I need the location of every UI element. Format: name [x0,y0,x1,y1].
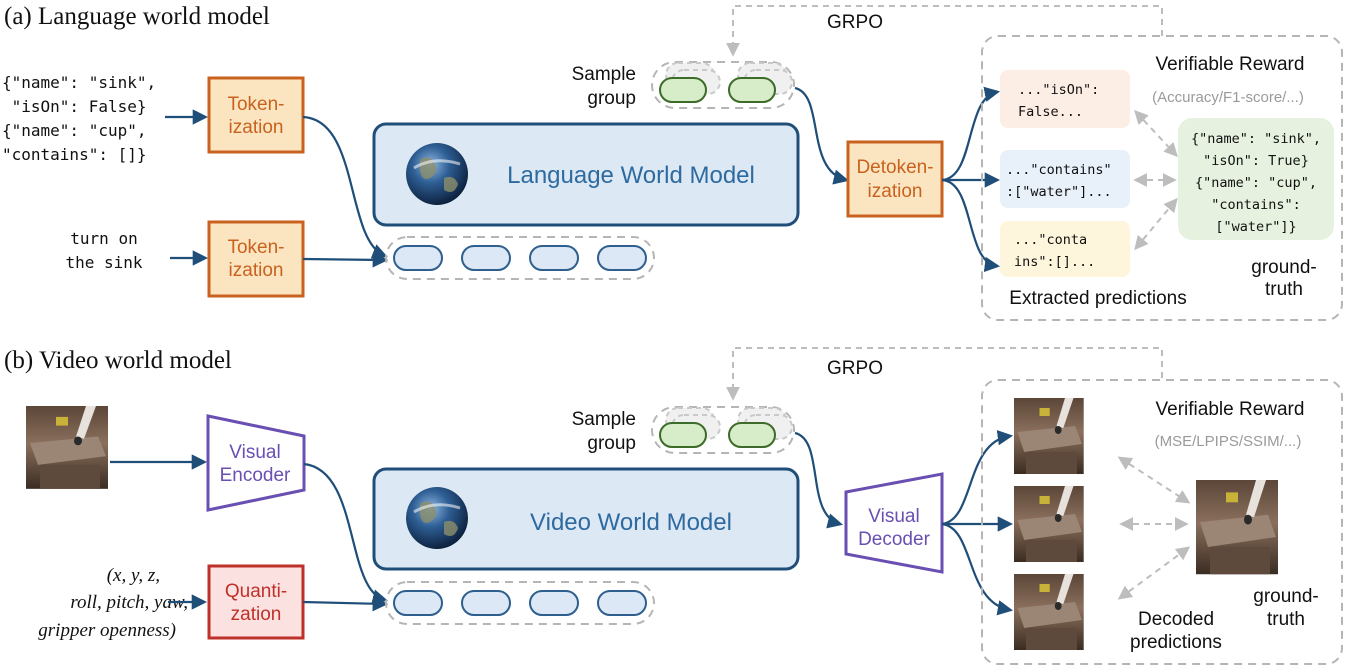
svg-text:False...: False... [1018,104,1083,120]
sample-group-label: group [587,433,636,454]
tokenization-box-action: Token- ization [207,220,305,298]
action-text: turn on the sink [65,229,142,272]
svg-text:{"name": "sink",: {"name": "sink", [1191,131,1321,147]
decoded-predictions-label: predictions [1130,632,1222,653]
input-frame-image [26,406,108,489]
ground-truth-box: {"name": "sink", "isOn": True} {"name": … [1178,118,1334,240]
svg-text:Token-: Token- [227,94,284,115]
sample-arrow [794,86,849,185]
ground-truth-label: ground- [1253,586,1319,607]
svg-text:ization: ization [229,117,284,138]
svg-text:..."conta: ..."conta [1014,232,1087,248]
section-b-title: (b) Video world model [4,347,232,374]
grpo-loop-arrow [726,5,1163,57]
ground-truth-image [1196,480,1278,575]
quantize-arrow [302,596,389,612]
svg-text:roll, pitch, yaw,: roll, pitch, yaw, [70,592,188,613]
state-line: {"name": "cup", [2,121,147,140]
svg-text:..."contains": ..."contains" [1006,162,1112,178]
state-text: {"name": "sink", "isOn": False} {"name":… [2,73,156,164]
prediction-arrow [941,86,1001,182]
grpo-loop-arrow [726,347,1163,401]
state-line: "isOn": False} [2,97,147,116]
svg-text:"contains":: "contains": [1211,197,1300,213]
reward-metrics: (MSE/LPIPS/SSIM/...) [1155,433,1302,450]
svg-text:{"name": "cup",: {"name": "cup", [1195,175,1317,191]
reward-title: Verifiable Reward [1156,399,1305,420]
tokenize-arrow [302,252,389,268]
compare-arrow [1134,197,1178,251]
tokenization-box-state: Token- ization [207,76,305,154]
token-sequence [385,236,655,280]
ground-truth-label: truth [1265,279,1303,300]
visual-decoder: Visual Decoder [844,472,944,574]
svg-text:gripper openness): gripper openness) [38,620,176,641]
decoded-frame-image [1014,574,1084,650]
svg-text:zation: zation [231,604,282,625]
compare-arrow [1117,546,1191,600]
decode-arrow [941,522,1014,616]
sample-group-label: group [587,88,636,109]
svg-text:Visual: Visual [868,506,919,527]
tokenize-arrow [302,115,388,259]
reward-region [981,379,1343,665]
reward-region [981,35,1343,321]
decoded-frame-image [1014,486,1084,562]
svg-text:Decoder: Decoder [858,529,930,550]
svg-text:["water"]}: ["water"]} [1215,219,1296,235]
ground-truth-label: truth [1267,609,1305,630]
grpo-label: GRPO [827,12,883,33]
token-sequence [385,581,655,625]
earth-icon [406,143,468,205]
sample-group-label: Sample [572,64,636,85]
sample-group [651,61,795,109]
earth-icon [406,487,468,549]
prediction-3: ..."conta ins":[]... [1000,221,1130,277]
model-label: Video World Model [530,509,732,536]
action-line: the sink [65,253,142,272]
video-world-model-box: Video World Model [372,467,800,571]
grpo-label: GRPO [827,358,883,379]
state-line: {"name": "sink", [2,73,156,92]
svg-text:ization: ization [229,260,284,281]
decode-arrow [941,430,1014,526]
visual-encoder: Visual Encoder [206,414,306,512]
language-world-model-box: Language World Model [372,122,800,227]
sample-group-label: Sample [572,409,636,430]
svg-text::["water"]...: :["water"]... [1006,184,1112,200]
decoded-predictions-label: Decoded [1138,609,1214,630]
svg-text:ization: ization [868,181,923,202]
svg-text:(x, y, z,: (x, y, z, [107,565,160,586]
prediction-arrow [941,178,1001,273]
prediction-2: ..."contains" :["water"]... [1000,150,1130,208]
svg-text:Token-: Token- [227,237,284,258]
section-a-title: (a) Language world model [4,3,270,30]
reward-title: Verifiable Reward [1156,54,1305,75]
ground-truth-label: ground- [1251,257,1317,278]
sample-group [651,406,795,454]
svg-text:ins":[]...: ins":[]... [1014,254,1095,270]
quantization-box: Quanti- zation [207,564,305,640]
svg-text:..."isOn":: ..."isOn": [1018,82,1099,98]
svg-text:"isOn": True}: "isOn": True} [1203,153,1309,169]
state-line: "contains": []} [2,145,147,164]
action-vector-text: (x, y, z, roll, pitch, yaw, gripper open… [38,565,188,641]
extracted-predictions-label: Extracted predictions [1009,288,1186,309]
svg-text:Quanti-: Quanti- [225,581,287,602]
svg-text:Encoder: Encoder [220,465,291,486]
action-line: turn on [70,229,137,248]
sample-arrow [794,431,843,529]
model-label: Language World Model [507,162,755,189]
compare-arrow [1134,109,1178,158]
reward-metrics: (Accuracy/F1-score/...) [1152,89,1304,106]
prediction-1: ..."isOn": False... [1000,70,1130,128]
encode-arrow [303,462,388,605]
compare-arrow [1117,456,1191,504]
detokenization-box: Detoken- ization [846,140,944,218]
decoded-frame-image [1014,398,1084,474]
svg-text:Detoken-: Detoken- [856,157,933,178]
svg-text:Visual: Visual [229,442,280,463]
